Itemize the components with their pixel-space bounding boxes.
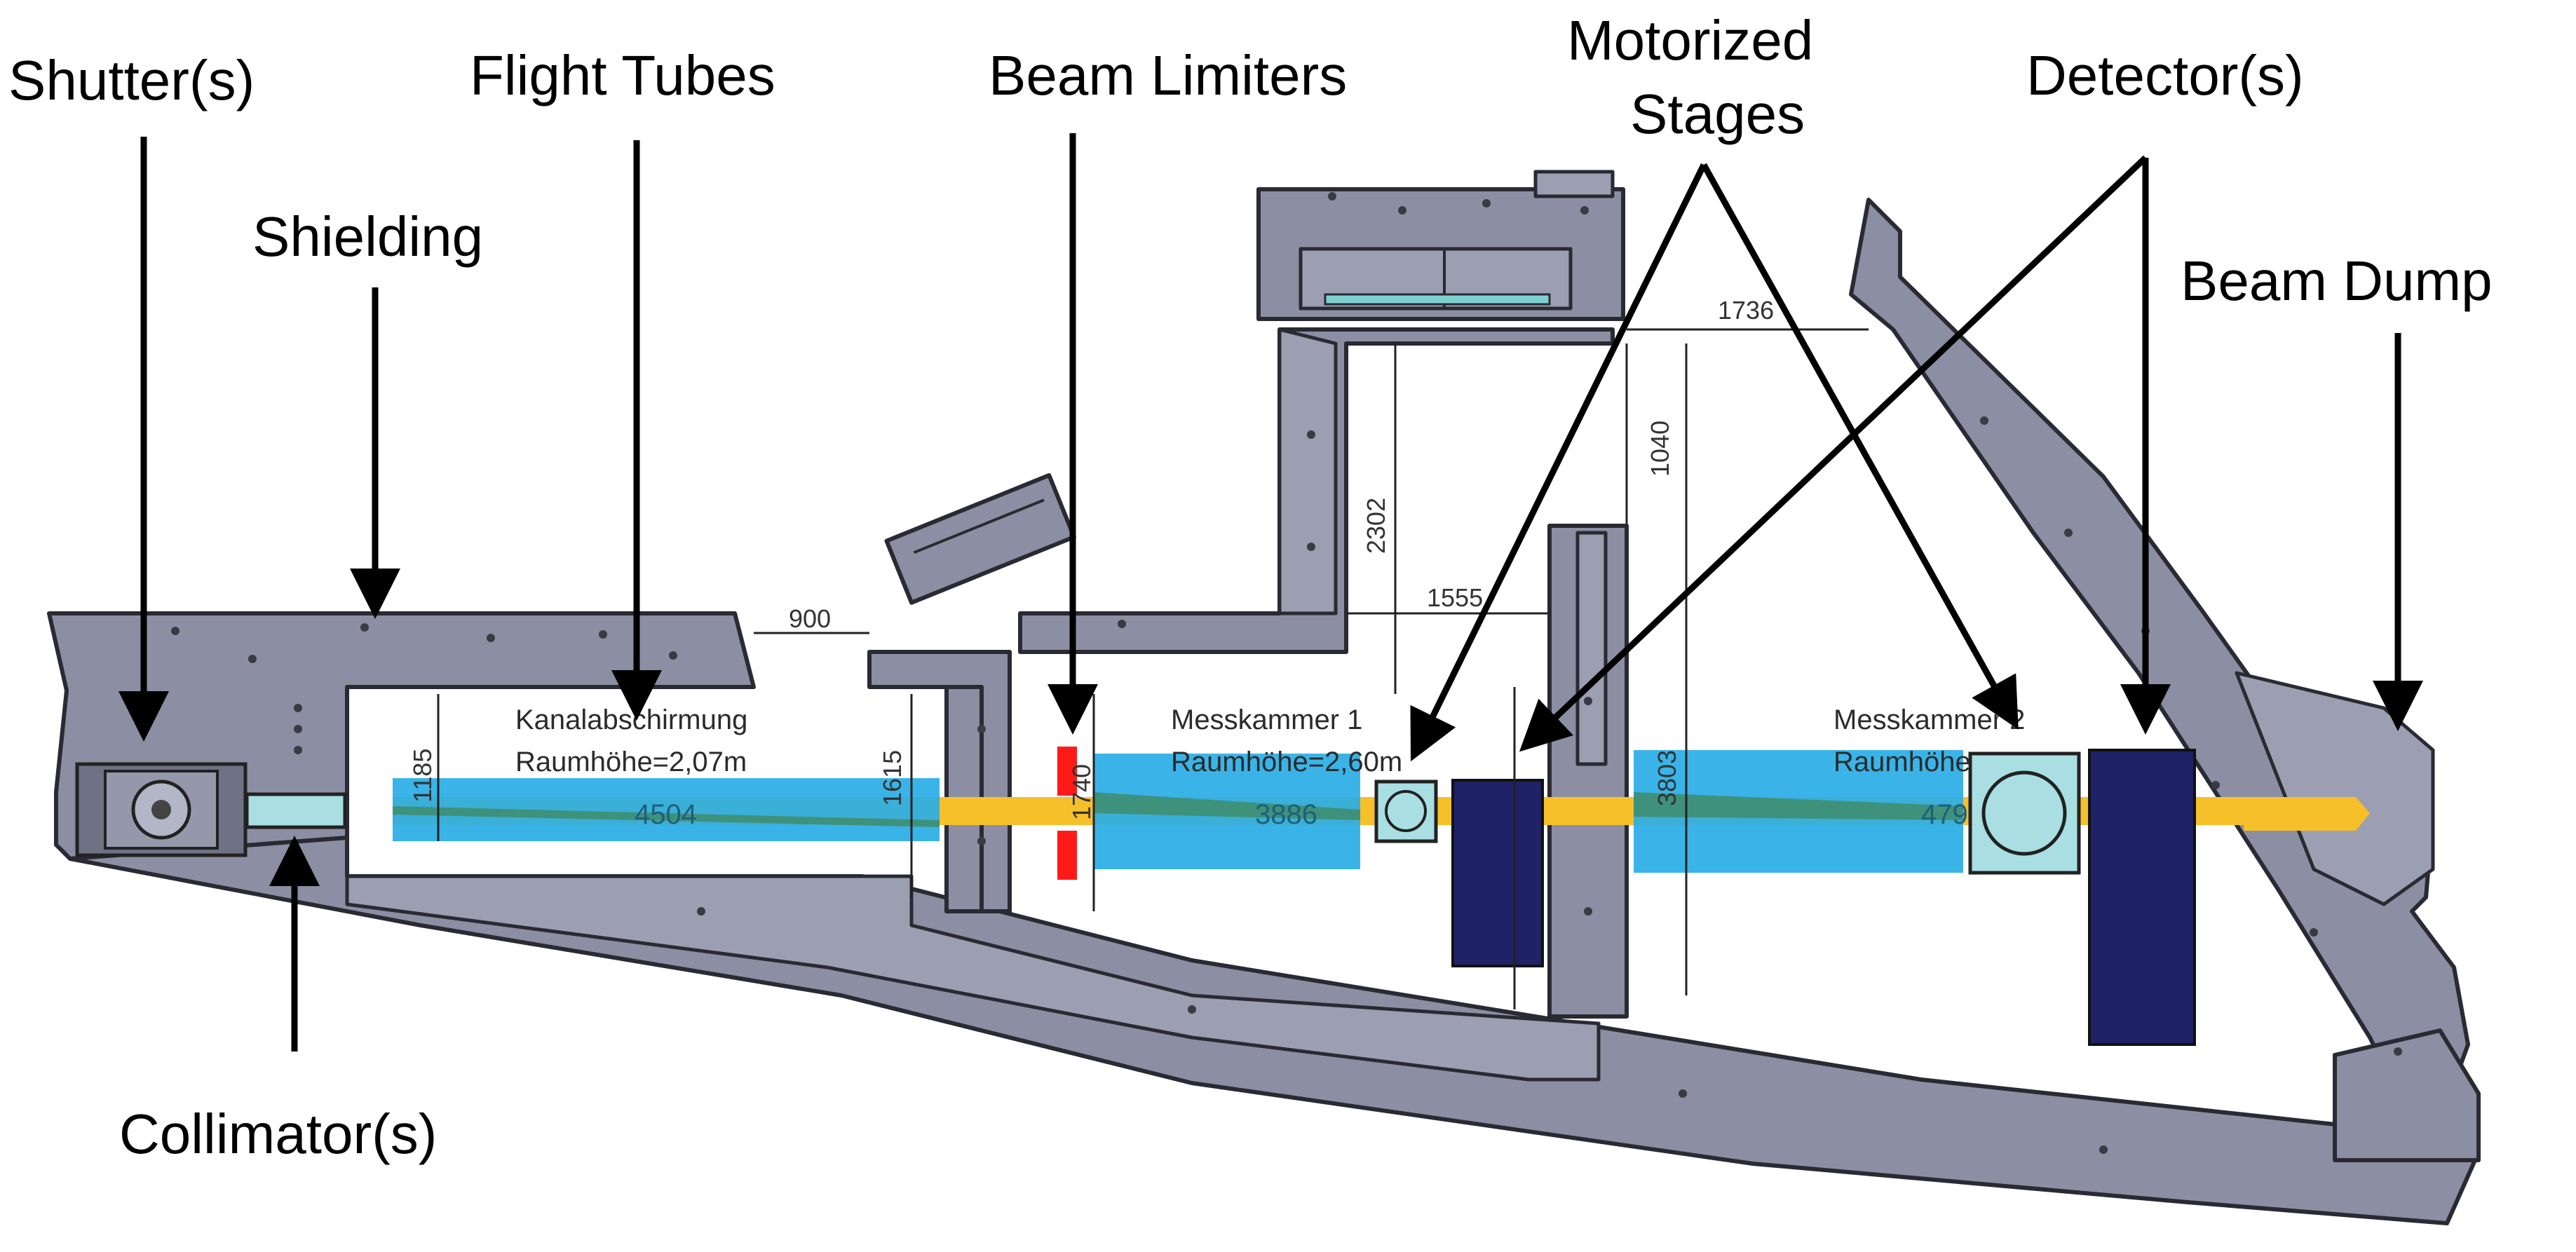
detector-2 — [2088, 749, 2196, 1046]
dim-1040: 1040 — [1646, 421, 1674, 477]
dim-2302: 2302 — [1362, 498, 1390, 554]
label-detector: Detector(s) — [2026, 44, 2304, 107]
shutter-mechanism — [75, 762, 248, 857]
motorized-stages — [1374, 751, 2081, 875]
room-chamber1-name: Messkammer 1 — [1171, 705, 1362, 735]
room-chamber2-name: Messkammer 2 — [1833, 705, 2025, 735]
dim-1555: 1555 — [1427, 583, 1483, 612]
label-flight-tubes: Flight Tubes — [470, 44, 775, 107]
room-chamber1-height: Raumhöhe=2,60m — [1171, 747, 1402, 777]
flight-tubes — [393, 750, 1963, 873]
dim-900: 900 — [789, 604, 831, 633]
tilted-box — [884, 472, 1076, 605]
dim-1615: 1615 — [878, 750, 907, 806]
dim-3803: 3803 — [1653, 750, 1681, 806]
tube-length-3: 479 — [1921, 799, 1968, 830]
central-column-slot — [1575, 531, 1608, 766]
label-shielding: Shielding — [252, 205, 483, 268]
label-beam-dump: Beam Dump — [2181, 250, 2493, 312]
room-chamber2-height: Raumhöhe — [1833, 747, 1971, 777]
collimator — [245, 792, 347, 829]
dim-1185: 1185 — [408, 749, 437, 803]
tube-length-1: 4504 — [635, 799, 697, 830]
label-shutter: Shutter(s) — [8, 49, 255, 111]
dimension-lines — [437, 328, 1869, 1009]
label-motorized-stages-1: Motorized — [1567, 9, 1813, 72]
right-diagonal-wall — [1849, 198, 2470, 1124]
room-channel-name: Kanalabschirmung — [515, 705, 747, 735]
tube-length-2: 3886 — [1255, 799, 1317, 830]
dim-1740: 1740 — [1067, 764, 1096, 820]
dim-1736: 1736 — [1718, 296, 1774, 325]
right-bottom-corner — [2333, 1028, 2481, 1162]
wall-bolts — [171, 192, 2402, 1154]
top-equipment-block — [1256, 170, 1625, 321]
beam-limiters — [1057, 747, 1077, 880]
detector-1 — [1451, 779, 1544, 967]
upper-l-wall-inner — [1277, 327, 1338, 615]
label-beam-limiters: Beam Limiters — [989, 44, 1347, 107]
label-collimator: Collimator(s) — [119, 1103, 437, 1165]
detectors — [1451, 749, 2196, 1046]
callout-arrows — [118, 133, 2423, 1052]
label-motorized-stages-2: Stages — [1630, 83, 1805, 145]
shielding-structure — [47, 170, 2481, 1225]
room-channel-height: Raumhöhe=2,07m — [515, 747, 747, 777]
floor-inner — [345, 874, 1601, 1082]
